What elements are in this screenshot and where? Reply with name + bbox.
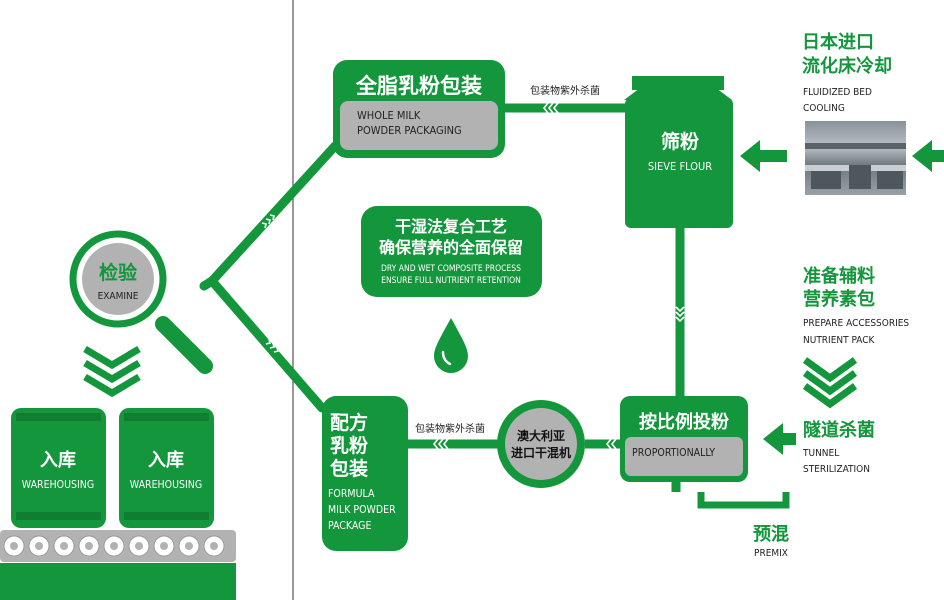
tunnel-en1: TUNNEL <box>802 448 839 459</box>
warehouse-2-cn: 入库 <box>148 449 184 471</box>
whole-milk-en2: POWDER PACKAGING <box>357 124 462 137</box>
magnifier-handle <box>155 316 213 374</box>
proportion-cn: 按比例投粉 <box>639 411 729 433</box>
prepare-cn1: 准备辅料 <box>803 265 875 287</box>
whole-milk-inner <box>340 101 498 150</box>
sieve-en: SIEVE FLOUR <box>648 160 712 173</box>
chevron-down-group-left <box>83 345 141 398</box>
whole-milk-en1: WHOLE MILK <box>357 109 421 122</box>
prepare-cn2: 营养素包 <box>803 288 875 310</box>
flow-marks <box>261 102 685 450</box>
sieve-node <box>624 76 733 228</box>
arrow-left-icon <box>912 140 944 172</box>
formula-cn3: 包装 <box>330 457 368 480</box>
process-cn2: 确保营养的全面保留 <box>379 238 523 257</box>
prepare-en1: PREPARE ACCESSORIES <box>803 318 909 329</box>
fluidized-en2: COOLING <box>803 103 845 114</box>
fluidized-cn1: 日本进口 <box>802 31 874 53</box>
formula-en3: PACKAGE <box>328 520 372 532</box>
fluidized-bed-photo <box>805 121 906 195</box>
process-en1: DRY AND WET COMPOSITE PROCESS <box>381 264 521 274</box>
examine-en: EXAMINE <box>98 291 139 302</box>
formula-en2: MILK POWDER <box>328 504 396 516</box>
tunnel-en2: STERILIZATION <box>803 464 870 475</box>
proportion-en: PROPORTIONALLY <box>632 447 715 459</box>
formula-cn1: 配方 <box>330 411 368 434</box>
formula-cn2: 乳粉 <box>330 434 368 457</box>
branch-lines <box>199 141 340 413</box>
tunnel-cn: 隧道杀菌 <box>803 419 875 441</box>
formula-node <box>322 396 408 551</box>
fluidized-en1: FLUIDIZED BED <box>803 87 872 98</box>
bottom-edge-label: 包装物紫外杀菌 <box>415 422 485 435</box>
arrows-left <box>740 140 944 455</box>
aus-dryer-cn2: 进口干混机 <box>511 445 571 460</box>
droplet-icon <box>434 318 468 373</box>
aus-dryer-cn1: 澳大利亚 <box>517 428 565 443</box>
examine-cn: 检验 <box>99 261 138 284</box>
formula-en1: FORMULA <box>328 488 375 500</box>
premix-bracket <box>697 492 790 509</box>
arrow-left-icon <box>763 423 796 455</box>
process-en2: ENSURE FULL NUTRIENT RETENTION <box>381 276 521 286</box>
warehouse-1-cn: 入库 <box>40 449 76 471</box>
conveyor-base <box>0 563 236 600</box>
top-edge-label: 包装物紫外杀菌 <box>530 84 600 97</box>
warehouse-1-node <box>11 408 106 528</box>
process-node <box>361 206 542 297</box>
warehouse-1-en: WAREHOUSING <box>22 479 94 491</box>
warehouse-2-node <box>119 408 214 528</box>
sieve-cn: 筛粉 <box>661 130 699 153</box>
fluidized-cn2: 流化床冷却 <box>802 55 892 77</box>
process-cn1: 干湿法复合工艺 <box>395 217 507 236</box>
whole-milk-cn: 全脂乳粉包装 <box>355 74 482 98</box>
prepare-en2: NUTRIENT PACK <box>803 335 876 346</box>
premix-en: PREMIX <box>754 548 788 559</box>
chevron-down-group <box>802 357 858 409</box>
arrow-left-icon <box>740 140 787 172</box>
warehouse-2-en: WAREHOUSING <box>130 479 202 491</box>
premix-cn: 预混 <box>753 524 789 545</box>
